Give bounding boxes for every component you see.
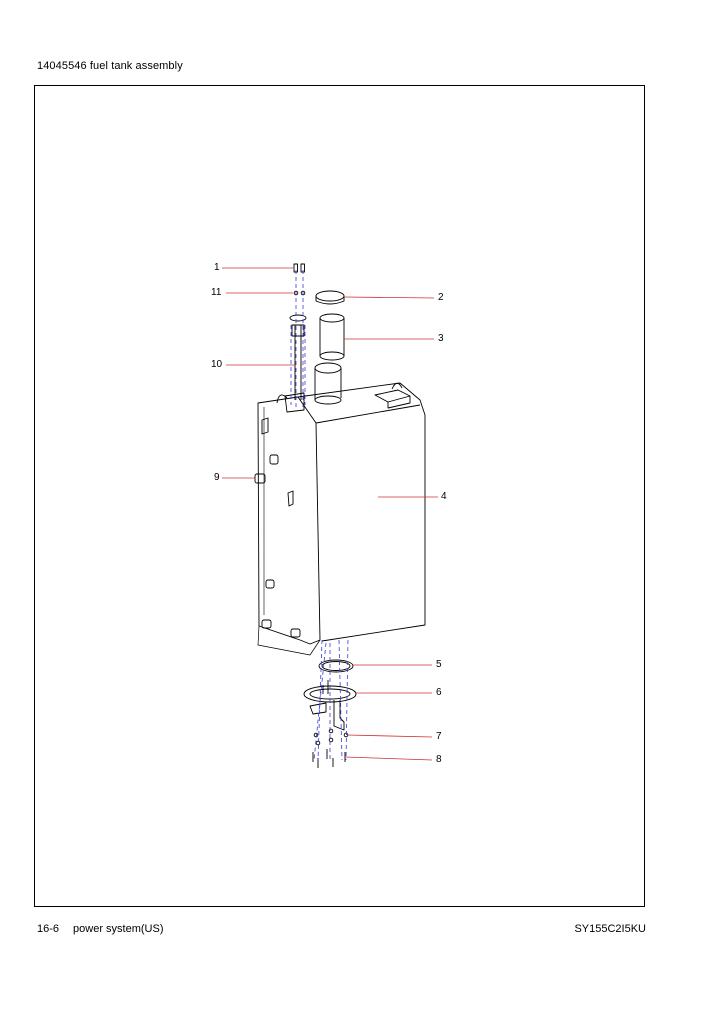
leader-7 [346,734,433,738]
leader-2 [343,296,435,299]
page-footer-left: 16-6 power system(US) [37,923,164,935]
leader-8 [344,756,433,761]
callout-9: 9 [214,472,220,483]
callout-7: 7 [436,731,442,742]
callout-1: 1 [214,262,220,273]
callout-2: 2 [438,292,444,303]
callout-8: 8 [436,754,442,765]
drawing-frame [34,85,645,907]
callout-6: 6 [436,687,442,698]
fuel-tank-body [257,396,321,645]
callout-3: 3 [438,333,444,344]
model-code: SY155C2I5KU [574,923,646,935]
callout-5: 5 [436,659,442,670]
callout-11: 11 [211,287,222,298]
callout-4: 4 [441,491,447,502]
page-header-title: 14045546 fuel tank assembly [37,60,183,72]
section-name: power system(US) [73,923,164,935]
callout-10: 10 [211,359,223,370]
page-number: 16-6 [37,923,60,935]
